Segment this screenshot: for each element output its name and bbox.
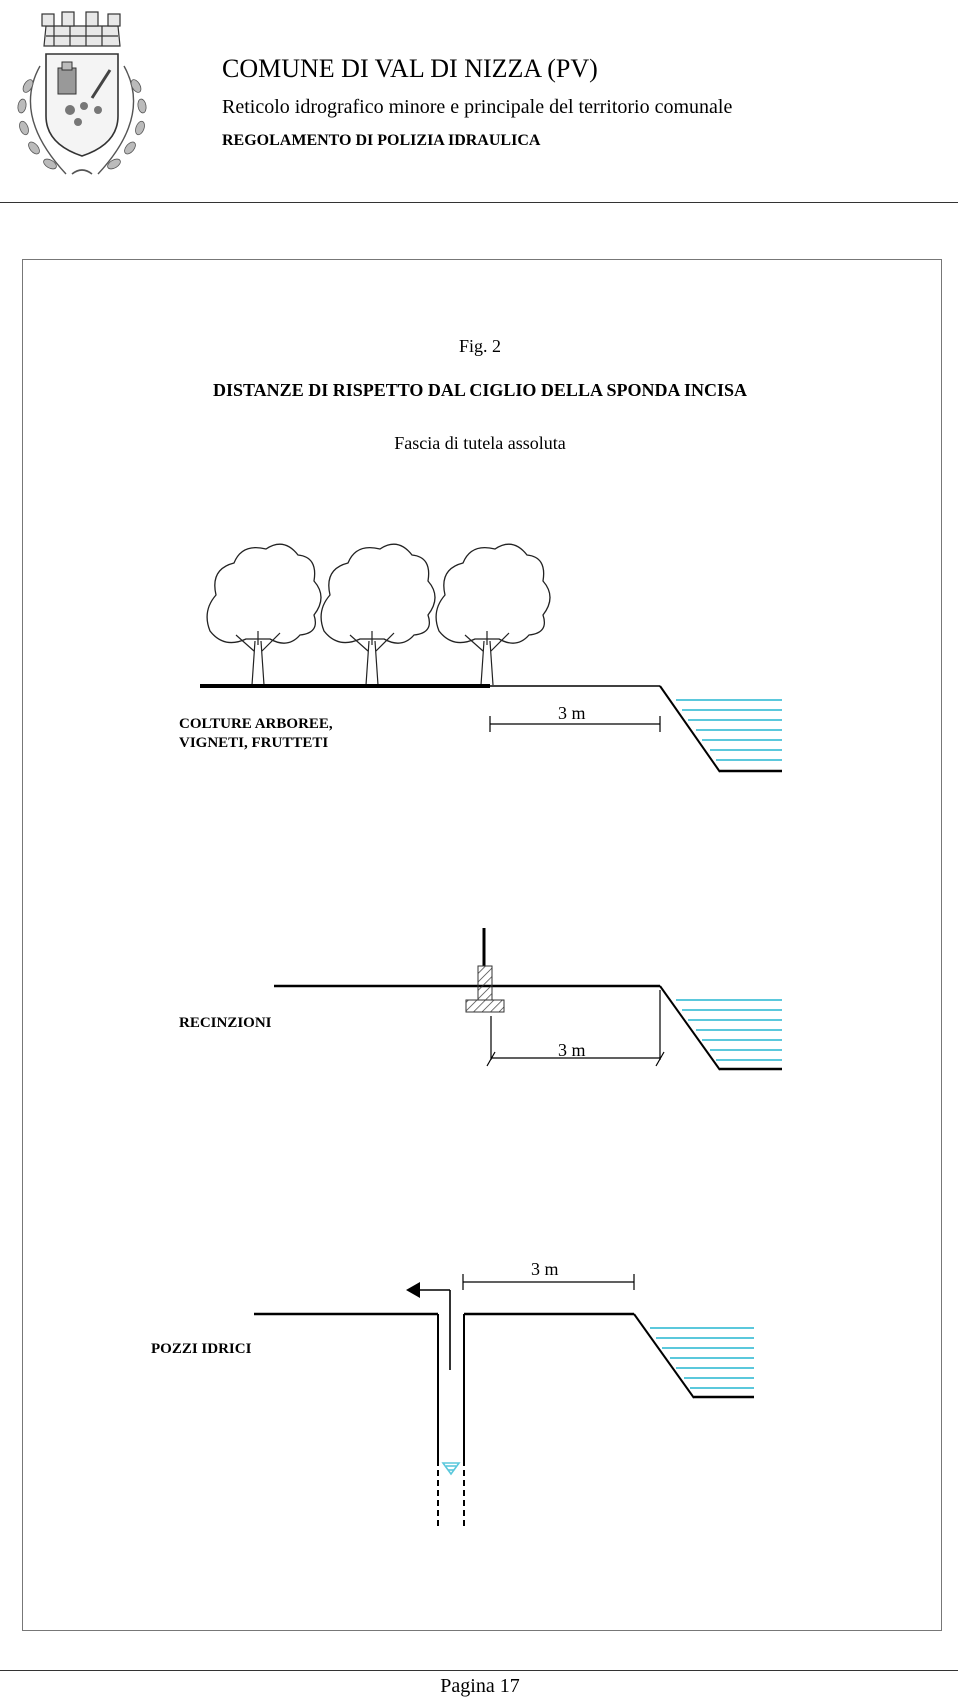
- tree-icon: [435, 543, 551, 686]
- section-wells: [254, 1274, 754, 1530]
- page-number: Pagina 17: [440, 1675, 520, 1697]
- footer-divider: [0, 1670, 958, 1671]
- label-tree-crops: COLTURE ARBOREE, VIGNETI, FRUTTETI: [179, 715, 333, 753]
- figure-title: DISTANZE DI RISPETTO DAL CIGLIO DELLA SP…: [213, 380, 747, 400]
- well-shaft: [420, 1289, 465, 1530]
- label-wells: POZZI IDRICI: [151, 1341, 252, 1357]
- tree-icon: [206, 543, 322, 686]
- tree-icon: [320, 543, 436, 686]
- figure-frame: [22, 259, 942, 1631]
- label-tree-crops-line2: VIGNETI, FRUTTETI: [179, 735, 329, 751]
- water-level-icon: [441, 1462, 461, 1476]
- label-tree-crops-line1: COLTURE ARBOREE,: [179, 716, 333, 732]
- fence-post-icon: [465, 928, 505, 1013]
- distance-label: 3 m: [531, 1259, 559, 1279]
- municipality-name: COMUNE DI VAL DI NIZZA (PV): [222, 54, 598, 83]
- dimension-line: [489, 716, 661, 732]
- figure-number: Fig. 2: [458, 336, 501, 356]
- dimension-line: [462, 1274, 635, 1290]
- label-fences: RECINZIONI: [179, 1015, 272, 1031]
- header-divider: [0, 202, 958, 203]
- dimension-line: [486, 990, 665, 1067]
- water-body: [650, 1327, 754, 1389]
- document-header: COMUNE DI VAL DI NIZZA (PV) Reticolo idr…: [222, 52, 732, 154]
- water-body: [676, 999, 782, 1061]
- arrow-left-icon: [406, 1282, 420, 1298]
- section-tree-crops: [200, 543, 782, 773]
- distance-label: 3 m: [558, 703, 586, 723]
- distance-label: 3 m: [558, 1040, 586, 1060]
- document-subtitle: Reticolo idrografico minore e principale…: [222, 96, 733, 118]
- figure-subtitle: Fascia di tutela assoluta: [394, 433, 566, 453]
- coat-of-arms-emblem: [6, 6, 156, 186]
- water-body: [676, 699, 782, 761]
- section-fences: [274, 928, 782, 1071]
- regulation-title: REGOLAMENTO DI POLIZIA IDRAULICA: [222, 132, 541, 149]
